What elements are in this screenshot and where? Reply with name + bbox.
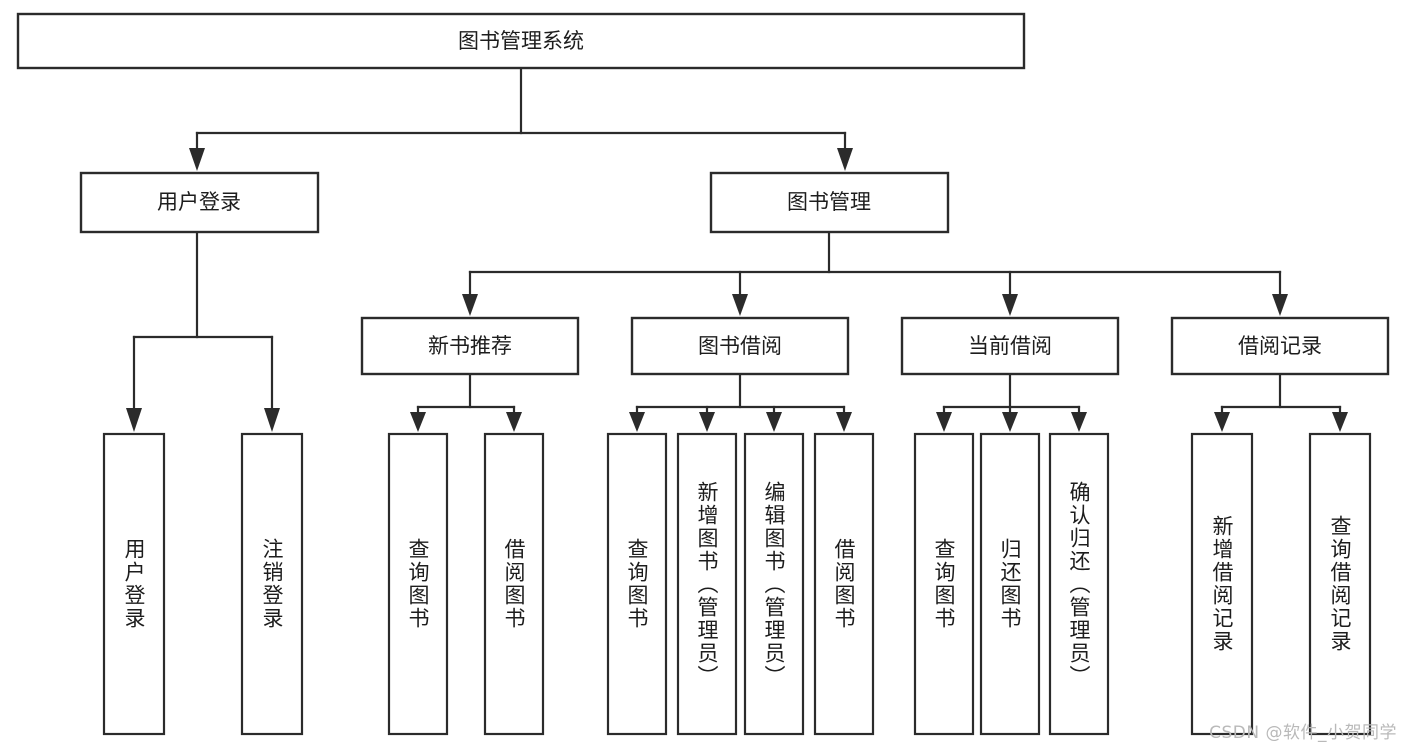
leaf-query-book-current-label: 查询图书 <box>932 538 957 630</box>
leaf-return-book-box[interactable] <box>979 432 1041 736</box>
arrow-head-leaf-borrow-book <box>836 412 852 432</box>
leaf-edit-book-label: 编辑图书（管理员） <box>762 480 787 688</box>
leaf-query-borrow-record-box[interactable] <box>1308 432 1372 736</box>
node-user-login-box[interactable] <box>79 171 320 234</box>
arrow-head-current-borrow <box>1002 294 1018 316</box>
node-new-book-recommend[interactable]: 新书推荐 <box>360 316 580 376</box>
leaf-node-query-book-current[interactable]: 查询图书 <box>913 432 975 736</box>
arrow-head-leaf-edit-book <box>766 412 782 432</box>
leaf-user-logout-box[interactable] <box>240 432 304 736</box>
connector-group-book-borrow <box>629 372 852 432</box>
node-book-borrow[interactable]: 图书借阅 <box>630 316 850 376</box>
node-borrow-record-box[interactable] <box>1170 316 1390 376</box>
leaf-confirm-return-label: 确认归还（管理员） <box>1067 480 1092 688</box>
leaf-return-book-label: 归还图书 <box>998 538 1023 630</box>
node-new-book-recommend-box[interactable] <box>360 316 580 376</box>
leaf-borrow-book-rec-label: 借阅图书 <box>502 538 527 630</box>
leaf-node-user-login[interactable]: 用户登录 <box>102 432 166 736</box>
leaf-node-query-book-rec[interactable]: 查询图书 <box>387 432 449 736</box>
arrow-head-leaf-return-book <box>1002 412 1018 432</box>
arrow-head-leaf-add-borrow-record <box>1214 412 1230 432</box>
node-current-borrow-box[interactable] <box>900 316 1120 376</box>
connector-group-book-manage <box>462 230 1288 316</box>
arrow-head-book-manage <box>837 148 853 171</box>
leaf-query-borrow-record-label: 查询借阅记录 <box>1328 515 1353 653</box>
leaf-node-query-book-borrow[interactable]: 查询图书 <box>606 432 668 736</box>
arrow-head-leaf-user-logout <box>264 408 280 432</box>
leaf-query-book-current-box[interactable] <box>913 432 975 736</box>
arrow-head-leaf-add-book <box>699 412 715 432</box>
node-book-borrow-label: 图书借阅 <box>698 334 782 358</box>
node-new-book-recommend-label: 新书推荐 <box>428 334 512 358</box>
leaf-borrow-book-rec-box[interactable] <box>483 432 545 736</box>
arrow-head-borrow-record <box>1272 294 1288 316</box>
leaf-add-borrow-record-label: 新增借阅记录 <box>1210 515 1235 653</box>
node-root-label: 图书管理系统 <box>458 29 584 53</box>
leaf-borrow-book-box[interactable] <box>813 432 875 736</box>
node-book-manage-box[interactable] <box>709 171 950 234</box>
arrow-head-leaf-user-login <box>126 408 142 432</box>
leaf-confirm-return-box[interactable] <box>1048 432 1110 736</box>
leaf-node-borrow-book-rec[interactable]: 借阅图书 <box>483 432 545 736</box>
arrow-head-user-login <box>189 148 205 171</box>
arrow-head-leaf-borrow-book-rec <box>506 412 522 432</box>
leaf-user-login-label: 用户登录 <box>122 538 147 630</box>
leaf-node-confirm-return[interactable]: 确认归还（管理员） <box>1048 432 1110 736</box>
leaf-add-book-box[interactable] <box>676 432 738 736</box>
connector-group-current-borrow <box>936 372 1087 432</box>
node-book-manage[interactable]: 图书管理 <box>709 171 950 234</box>
leaf-node-borrow-book[interactable]: 借阅图书 <box>813 432 875 736</box>
leaf-query-book-borrow-label: 查询图书 <box>625 538 650 630</box>
node-root-box[interactable] <box>16 12 1026 70</box>
leaf-node-add-book[interactable]: 新增图书（管理员） <box>676 432 738 736</box>
leaf-query-book-rec-box[interactable] <box>387 432 449 736</box>
arrow-head-leaf-query-book-current <box>936 412 952 432</box>
leaf-edit-book-box[interactable] <box>743 432 805 736</box>
leaf-user-logout-label: 注销登录 <box>260 538 285 630</box>
leaf-add-borrow-record-box[interactable] <box>1190 432 1254 736</box>
leaf-query-book-borrow-box[interactable] <box>606 432 668 736</box>
arrow-head-leaf-confirm-return <box>1071 412 1087 432</box>
connector-group-user-login <box>126 230 280 432</box>
connector-group-root <box>189 66 853 171</box>
leaf-user-login-box[interactable] <box>102 432 166 736</box>
node-borrow-record-label: 借阅记录 <box>1238 334 1322 358</box>
arrow-head-book-borrow <box>732 294 748 316</box>
connector-group-borrow-record <box>1214 372 1348 432</box>
leaf-node-user-logout[interactable]: 注销登录 <box>240 432 304 736</box>
arrow-head-leaf-query-book-borrow <box>629 412 645 432</box>
leaf-node-edit-book[interactable]: 编辑图书（管理员） <box>743 432 805 736</box>
arrow-head-leaf-query-borrow-record <box>1332 412 1348 432</box>
node-borrow-record[interactable]: 借阅记录 <box>1170 316 1390 376</box>
arrow-head-leaf-query-book-rec <box>410 412 426 432</box>
connector-group-new-book-recommend <box>410 372 522 432</box>
node-user-login-label: 用户登录 <box>157 190 241 214</box>
leaf-node-query-borrow-record[interactable]: 查询借阅记录 <box>1308 432 1372 736</box>
node-book-borrow-box[interactable] <box>630 316 850 376</box>
node-current-borrow-label: 当前借阅 <box>968 334 1052 358</box>
leaf-add-book-label: 新增图书（管理员） <box>695 480 720 688</box>
leaf-node-add-borrow-record[interactable]: 新增借阅记录 <box>1190 432 1254 736</box>
leaf-query-book-rec-label: 查询图书 <box>406 538 431 630</box>
node-user-login[interactable]: 用户登录 <box>79 171 320 234</box>
node-book-manage-label: 图书管理 <box>787 190 871 214</box>
node-current-borrow[interactable]: 当前借阅 <box>900 316 1120 376</box>
leaf-borrow-book-label: 借阅图书 <box>832 538 857 630</box>
arrow-head-new-book-recommend <box>462 294 478 316</box>
leaf-node-return-book[interactable]: 归还图书 <box>979 432 1041 736</box>
node-root[interactable]: 图书管理系统 <box>16 12 1026 70</box>
